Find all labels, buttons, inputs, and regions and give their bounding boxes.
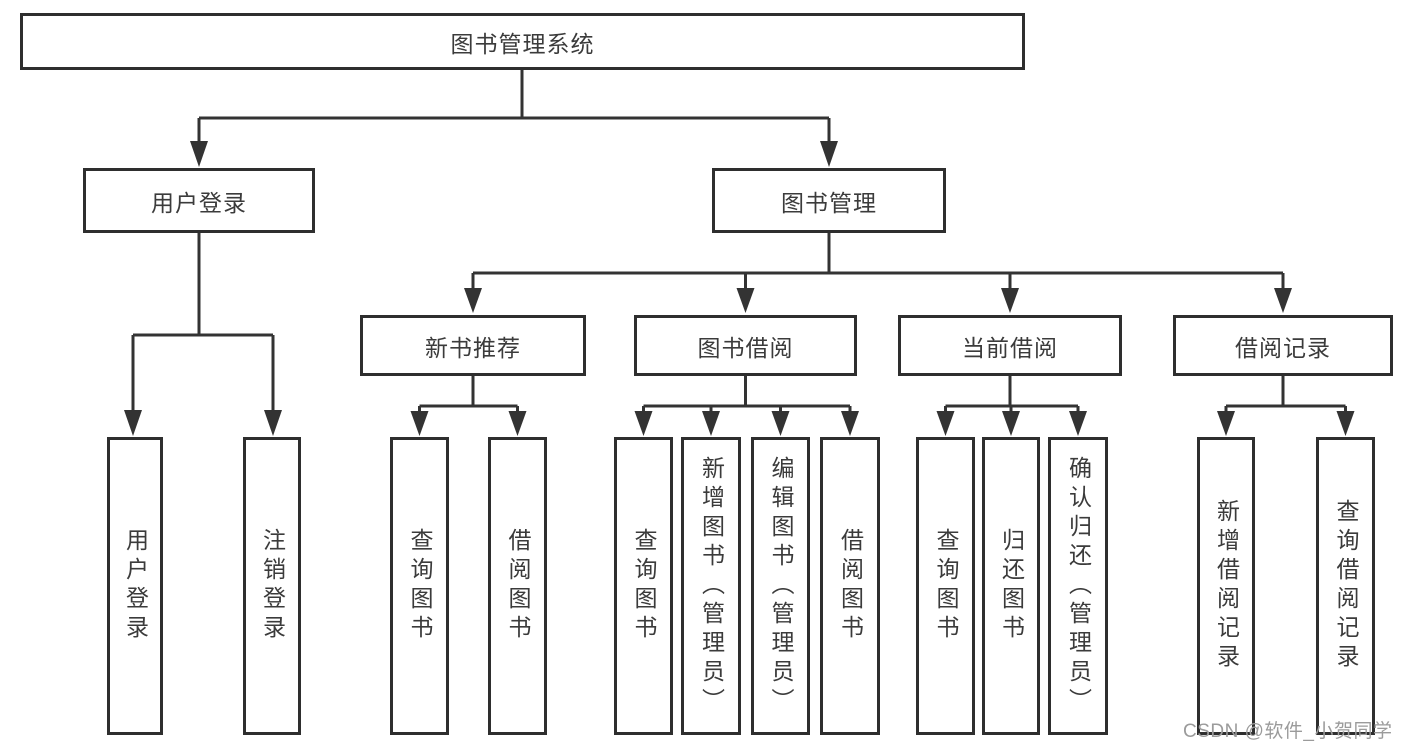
node-label: 图书借阅 (697, 334, 794, 361)
connector-current-borrow (936, 376, 1087, 436)
leaf-label: 新增图书（管理员） (698, 455, 725, 717)
node-new-book-recommend: 新书推荐 (360, 315, 586, 376)
node-label: 当前借阅 (962, 334, 1058, 361)
leaf-query-borrow-record: 查询借阅记录 (1316, 437, 1375, 735)
node-label: 用户登录 (151, 189, 247, 216)
connector-root (190, 70, 838, 167)
connector-book-management (464, 232, 1292, 313)
leaf-edit-books-admin: 编辑图书（管理员） (751, 437, 810, 735)
leaf-user-login: 用户登录 (107, 437, 163, 735)
leaf-label: 借阅图书 (837, 528, 864, 644)
node-label: 图书管理系统 (450, 30, 595, 57)
leaf-confirm-return-admin: 确认归还（管理员） (1048, 437, 1108, 735)
leaf-label: 查询图书 (933, 528, 959, 644)
leaf-label: 新增借阅记录 (1213, 499, 1240, 673)
node-current-borrow: 当前借阅 (898, 315, 1122, 376)
node-book-borrow: 图书借阅 (634, 315, 857, 376)
leaf-return-books: 归还图书 (982, 437, 1040, 735)
node-user-login: 用户登录 (83, 168, 315, 233)
node-borrow-records: 借阅记录 (1173, 315, 1393, 376)
node-label: 借阅记录 (1235, 334, 1331, 361)
csdn-watermark: CSDN @软件_小贺同学 (1183, 721, 1393, 742)
leaf-label: 查询图书 (631, 528, 657, 644)
leaf-label: 借阅图书 (505, 528, 531, 644)
leaf-label: 查询图书 (407, 528, 433, 644)
leaf-label: 用户登录 (122, 528, 149, 644)
node-label: 图书管理 (781, 189, 877, 216)
connector-book-borrow (634, 376, 859, 436)
leaf-logout: 注销登录 (243, 437, 301, 735)
leaf-label: 查询借阅记录 (1333, 499, 1359, 673)
leaf-add-books-admin: 新增图书（管理员） (681, 437, 741, 735)
leaf-label: 确认归还（管理员） (1065, 455, 1092, 717)
node-book-management: 图书管理 (712, 168, 946, 233)
leaf-add-borrow-record: 新增借阅记录 (1197, 437, 1255, 735)
leaf-borrow-books-recommend: 借阅图书 (488, 437, 547, 735)
connector-new-books (410, 376, 527, 436)
leaf-query-books-recommend: 查询图书 (390, 437, 449, 735)
connector-borrow-records (1217, 376, 1355, 436)
leaf-query-books-current: 查询图书 (916, 437, 975, 735)
node-label: 新书推荐 (425, 334, 521, 361)
leaf-borrow-books: 借阅图书 (820, 437, 880, 735)
leaf-label: 编辑图书（管理员） (768, 455, 794, 717)
leaf-label: 归还图书 (998, 528, 1025, 644)
node-library-system: 图书管理系统 (20, 13, 1025, 70)
connector-user-login (124, 233, 282, 436)
leaf-query-books-borrow: 查询图书 (614, 437, 673, 735)
leaf-label: 注销登录 (259, 528, 286, 644)
